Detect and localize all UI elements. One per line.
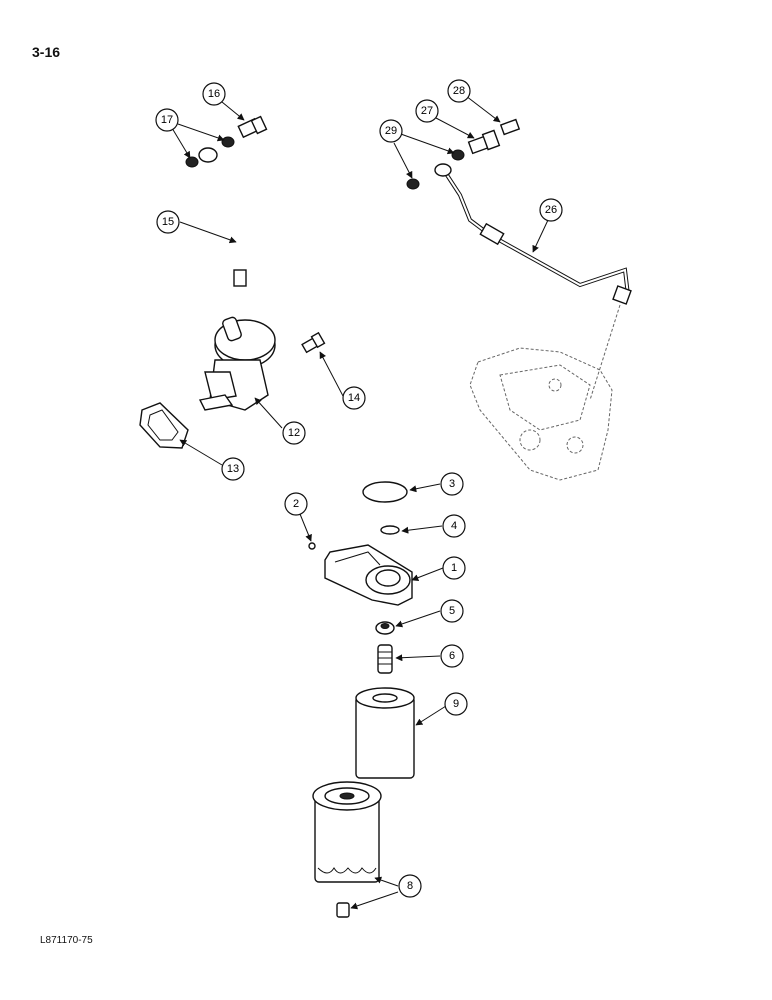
fuel-line-15 bbox=[198, 147, 264, 287]
svg-text:9: 9 bbox=[453, 698, 459, 710]
callout-26: 26 bbox=[539, 198, 563, 222]
washers-17 bbox=[185, 136, 235, 168]
callout-1: 1 bbox=[442, 556, 466, 580]
gasket-13 bbox=[139, 402, 189, 449]
callout-9: 9 bbox=[444, 692, 468, 716]
callout-28: 28 bbox=[447, 79, 471, 103]
washers-29 bbox=[406, 149, 465, 190]
bolt-28 bbox=[499, 118, 521, 136]
fitting-27 bbox=[467, 129, 501, 155]
callout-12: 12 bbox=[282, 421, 306, 445]
fuel-lift-pump-12 bbox=[198, 316, 276, 411]
svg-text:16: 16 bbox=[208, 88, 220, 100]
svg-text:28: 28 bbox=[453, 85, 465, 97]
svg-text:15: 15 bbox=[162, 216, 174, 228]
callout-8: 8 bbox=[398, 874, 422, 898]
filter-element-9 bbox=[355, 687, 415, 779]
svg-text:5: 5 bbox=[449, 605, 455, 617]
callout-14: 14 bbox=[342, 386, 366, 410]
o-ring-3 bbox=[362, 481, 408, 503]
svg-text:3: 3 bbox=[449, 478, 455, 490]
svg-text:1: 1 bbox=[451, 562, 457, 574]
filter-canister bbox=[312, 781, 382, 883]
callout-6: 6 bbox=[440, 644, 464, 668]
leader-lines bbox=[171, 95, 549, 910]
callout-15: 15 bbox=[156, 210, 180, 234]
svg-text:29: 29 bbox=[385, 125, 397, 137]
nut-5 bbox=[375, 621, 395, 635]
o-ring-4 bbox=[380, 525, 400, 535]
stud-6 bbox=[377, 644, 393, 674]
plug-2 bbox=[308, 542, 316, 550]
callout-27: 27 bbox=[415, 99, 439, 123]
callout-2: 2 bbox=[284, 492, 308, 516]
filter-head-1 bbox=[324, 544, 413, 606]
callout-16: 16 bbox=[202, 82, 226, 106]
bolt-14 bbox=[301, 331, 326, 354]
svg-text:2: 2 bbox=[293, 498, 299, 510]
drain-plug-8 bbox=[336, 902, 350, 918]
callout-3: 3 bbox=[440, 472, 464, 496]
svg-text:12: 12 bbox=[288, 427, 300, 439]
figure-id: L871170-75 bbox=[40, 935, 93, 946]
svg-text:26: 26 bbox=[545, 204, 557, 216]
injection-pump-outline bbox=[469, 304, 621, 481]
svg-text:6: 6 bbox=[449, 650, 455, 662]
callout-13: 13 bbox=[221, 457, 245, 481]
callout-17: 17 bbox=[155, 108, 179, 132]
callout-29: 29 bbox=[379, 119, 403, 143]
svg-text:17: 17 bbox=[161, 114, 173, 126]
page-number: 3-16 bbox=[32, 44, 61, 60]
svg-text:13: 13 bbox=[227, 463, 239, 475]
svg-text:27: 27 bbox=[421, 105, 433, 117]
fuel-line-26 bbox=[434, 163, 632, 305]
callout-4: 4 bbox=[442, 514, 466, 538]
svg-text:4: 4 bbox=[451, 520, 457, 532]
svg-text:8: 8 bbox=[407, 880, 413, 892]
callout-5: 5 bbox=[440, 599, 464, 623]
svg-text:14: 14 bbox=[348, 392, 360, 404]
banjo-bolt-16 bbox=[237, 115, 268, 139]
